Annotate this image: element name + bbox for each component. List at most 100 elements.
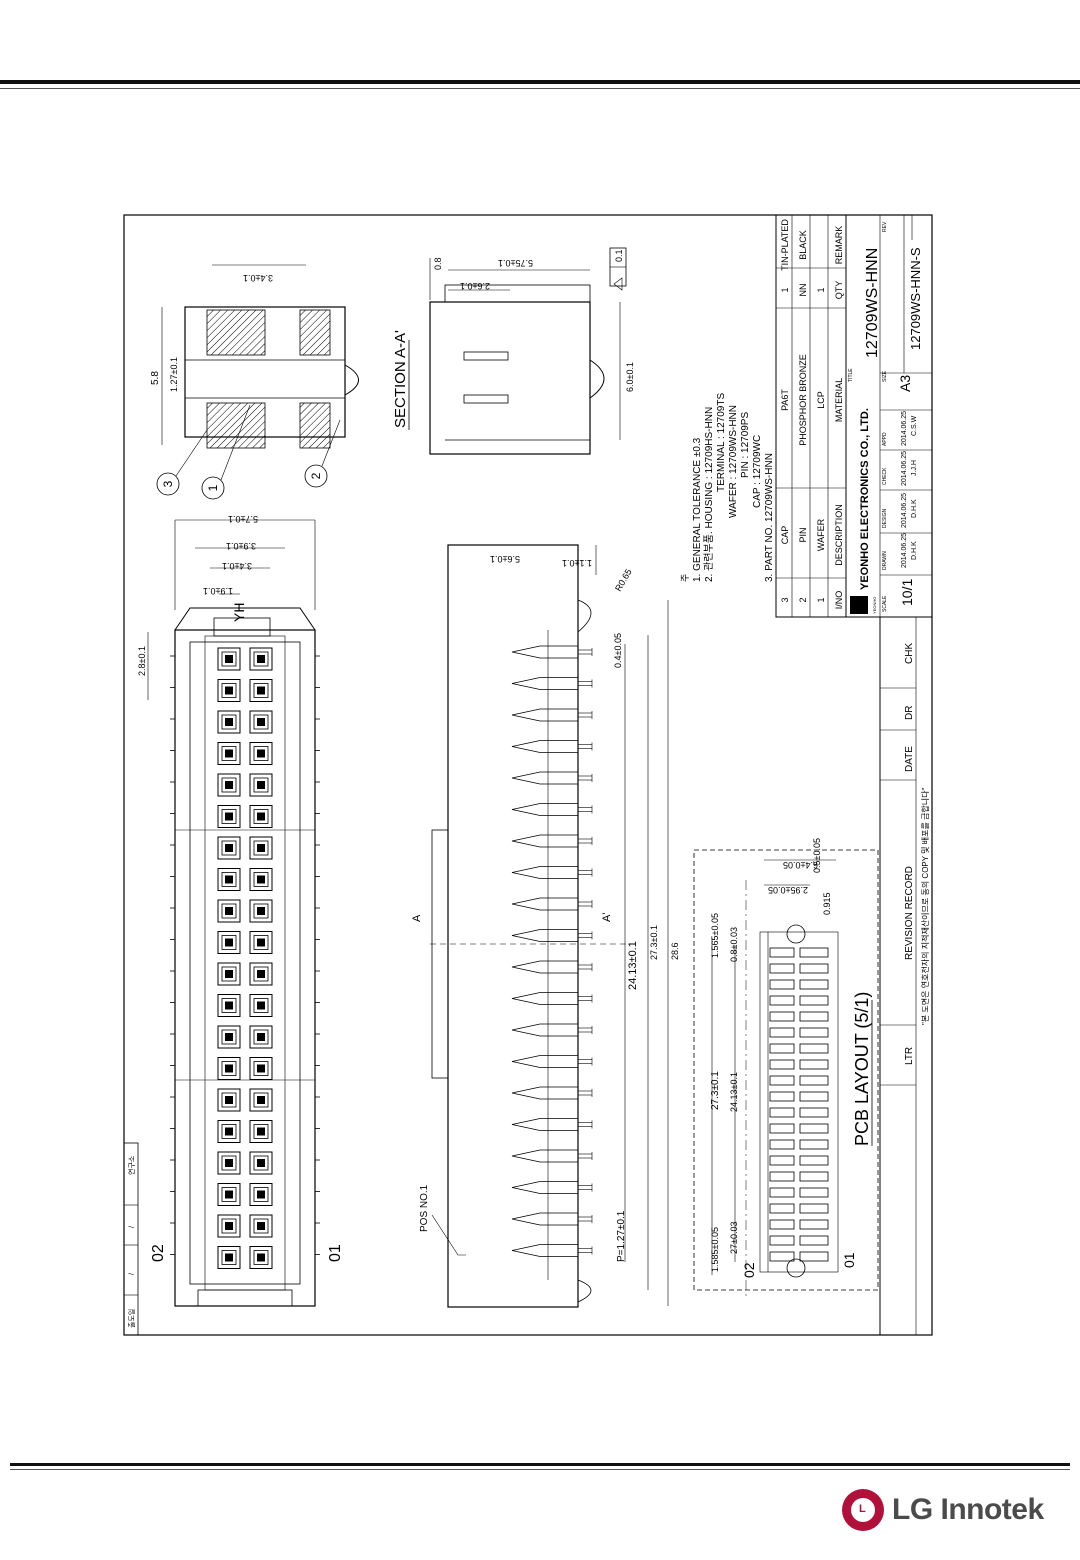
bom-cell: I/NO (834, 591, 844, 610)
header-rule (0, 80, 1080, 84)
design-by: D.H.K (911, 499, 918, 518)
pcb-dim-9: 1.585±0.05 (710, 1227, 720, 1272)
bom-cell: QTY (834, 281, 844, 300)
side-dim-2: 1.1±0.1 (562, 558, 592, 568)
pin-cell (249, 1057, 273, 1080)
pcb-pad (799, 947, 829, 958)
section-view: 5.8 1.27±0.1 3.4±0.1 3 1 2 SECTION A-A' (150, 264, 410, 500)
pin-cell (217, 1025, 241, 1049)
footer-rule (10, 1463, 1070, 1466)
pcb-pad (799, 1235, 829, 1246)
pin-cell (249, 647, 273, 671)
pin-cell (217, 1183, 241, 1206)
profile-dim-3: 2.6±0.1 (460, 281, 490, 291)
pin-cell (249, 1151, 273, 1175)
drawing-frame (123, 214, 933, 1336)
pin-cell (217, 1057, 241, 1080)
side-pin (511, 1181, 593, 1194)
bom-cell: NN (798, 284, 808, 297)
bom-cell: PIN (798, 527, 808, 542)
pin-cell (217, 1246, 241, 1269)
side-pin (511, 740, 593, 753)
size-label: SIZE (882, 370, 888, 382)
pin-cell (217, 679, 241, 702)
bom-cell: 1 (816, 287, 826, 292)
pcb-pad (799, 1123, 829, 1134)
pin-cell (217, 868, 241, 891)
note-3: TERMINAL : 12709TS (716, 393, 727, 492)
part-no: 12709WS-HNN-S (908, 247, 923, 350)
pcb-pad (799, 1203, 829, 1214)
size-value: A3 (897, 375, 913, 392)
pin-cell (249, 805, 273, 828)
pcb-dim-10: 27±0.03 (729, 1222, 739, 1254)
pcb-pad (769, 947, 795, 958)
appd-by: C.S.W (911, 415, 918, 436)
rev-label: REV (882, 221, 888, 232)
section-dim-1: 5.8 (150, 371, 161, 385)
pcb-row-label-02: 02 (741, 1262, 757, 1278)
pcb-pad (799, 1139, 829, 1150)
top-dim-4: 5.7±0.1 (228, 514, 258, 524)
pcb-pad (769, 1123, 795, 1134)
pcb-pad (799, 1107, 829, 1118)
drawn-by: D.H.K (911, 541, 918, 560)
top-dim-2: 3.4±0.1 (222, 561, 252, 571)
pin-cell (249, 679, 273, 702)
pin-cell (217, 647, 241, 671)
rev-col-ltr: LTR (904, 1047, 915, 1065)
pcb-pad (769, 1139, 795, 1150)
pcb-pad (799, 1155, 829, 1166)
rev-col-date: DATE (904, 746, 915, 772)
bom-cell: PA6T (780, 389, 790, 411)
section-dim-3: 3.4±0.1 (243, 273, 273, 283)
pcb-dim-3: 0.5±0.05 (812, 838, 822, 873)
section-marker-a: A (411, 914, 423, 922)
top-dim-5: 2.8±0.1 (137, 646, 147, 676)
pcb-pad (769, 1251, 795, 1262)
pcb-pad (769, 1155, 795, 1166)
company-name: YEONHO ELECTRONICS CO., LTD. (859, 408, 871, 590)
side-pin (511, 960, 593, 974)
pcb-pad (769, 1091, 795, 1102)
side-pin (511, 1086, 593, 1100)
bom-cell: WAFER (816, 518, 826, 551)
drawing-title: 12709WS-HNN (864, 248, 881, 358)
side-pin (511, 803, 593, 816)
pcb-row-label-01: 01 (841, 1252, 857, 1268)
profile-dim-4: 6.0±0.1 (625, 362, 635, 392)
note-2: 2. 관련부품. HOUSING : 12709HS-HNN (703, 407, 715, 582)
pin-cell (249, 742, 273, 765)
pin-cell (217, 1151, 241, 1175)
pin-cell (249, 773, 273, 797)
pin-cell (217, 899, 241, 923)
check-by: J.J.H (911, 460, 918, 476)
pcb-pad (769, 1187, 795, 1198)
side-pin (511, 1149, 593, 1163)
bom-cell: PHOSPHOR BRONZE (798, 354, 808, 446)
pcb-dim-4: 0.915 (822, 892, 832, 915)
pcb-dim-1: 6.4±0.05 (783, 860, 818, 870)
company-small: YEONHO (872, 597, 877, 614)
check-label: CHECK (882, 467, 888, 485)
notes-heading: 주 (680, 574, 690, 582)
pcb-pad (799, 1187, 829, 1198)
scale-value: 10/1 (899, 579, 915, 606)
pin-cell (217, 836, 241, 860)
bom-cell: BLACK (798, 230, 808, 260)
flatness-value: 0.1 (614, 249, 624, 262)
balloon-2: 2 (309, 472, 323, 479)
appd-date: 2014.06.25 (901, 411, 908, 446)
lg-innotek-logo: L LG Innotek (842, 1488, 1044, 1532)
pin-cell (249, 994, 273, 1017)
pcb-pad (799, 1251, 829, 1262)
pcb-pad (799, 1075, 829, 1086)
pcb-pad (799, 1171, 829, 1182)
pcb-pad (799, 1011, 829, 1022)
pcb-dim-8: 24.13±0.1 (729, 1072, 739, 1112)
side-dim-1: 5.6±0.1 (490, 554, 520, 564)
pin-cell (249, 836, 273, 860)
side-pin (511, 992, 593, 1005)
